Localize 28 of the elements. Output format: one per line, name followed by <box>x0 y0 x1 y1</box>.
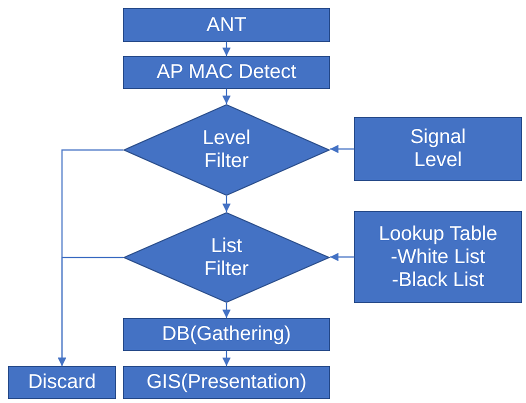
arrow <box>330 144 354 154</box>
node-label: ANT <box>206 14 246 36</box>
list-item: -Black List <box>392 268 484 292</box>
node-label: AP MAC Detect <box>156 61 296 84</box>
node-label: List Filter <box>203 234 250 280</box>
process-box <box>354 211 522 303</box>
arrow <box>58 256 123 366</box>
node-label: GIS(Presentation) <box>146 371 307 394</box>
arrow <box>330 252 354 262</box>
arrow <box>222 89 231 104</box>
arrow <box>222 42 231 56</box>
arrow <box>222 196 231 212</box>
process-box <box>354 117 522 181</box>
arrow <box>222 303 231 318</box>
node-label: DB(Gathering) <box>162 323 291 346</box>
node-label: Lookup Table <box>378 222 498 246</box>
process-box <box>123 318 330 351</box>
decision-diamond <box>123 212 330 303</box>
process-box <box>123 366 330 399</box>
list-item: -White List <box>390 246 486 268</box>
process-box <box>123 8 330 42</box>
node-label: Level Filter <box>202 127 252 173</box>
arrow <box>222 351 231 366</box>
node-label: Signal Level <box>409 126 467 172</box>
process-box <box>123 56 330 89</box>
process-box <box>8 366 116 399</box>
node-label: Discard <box>28 371 96 394</box>
decision-diamond <box>123 104 330 196</box>
